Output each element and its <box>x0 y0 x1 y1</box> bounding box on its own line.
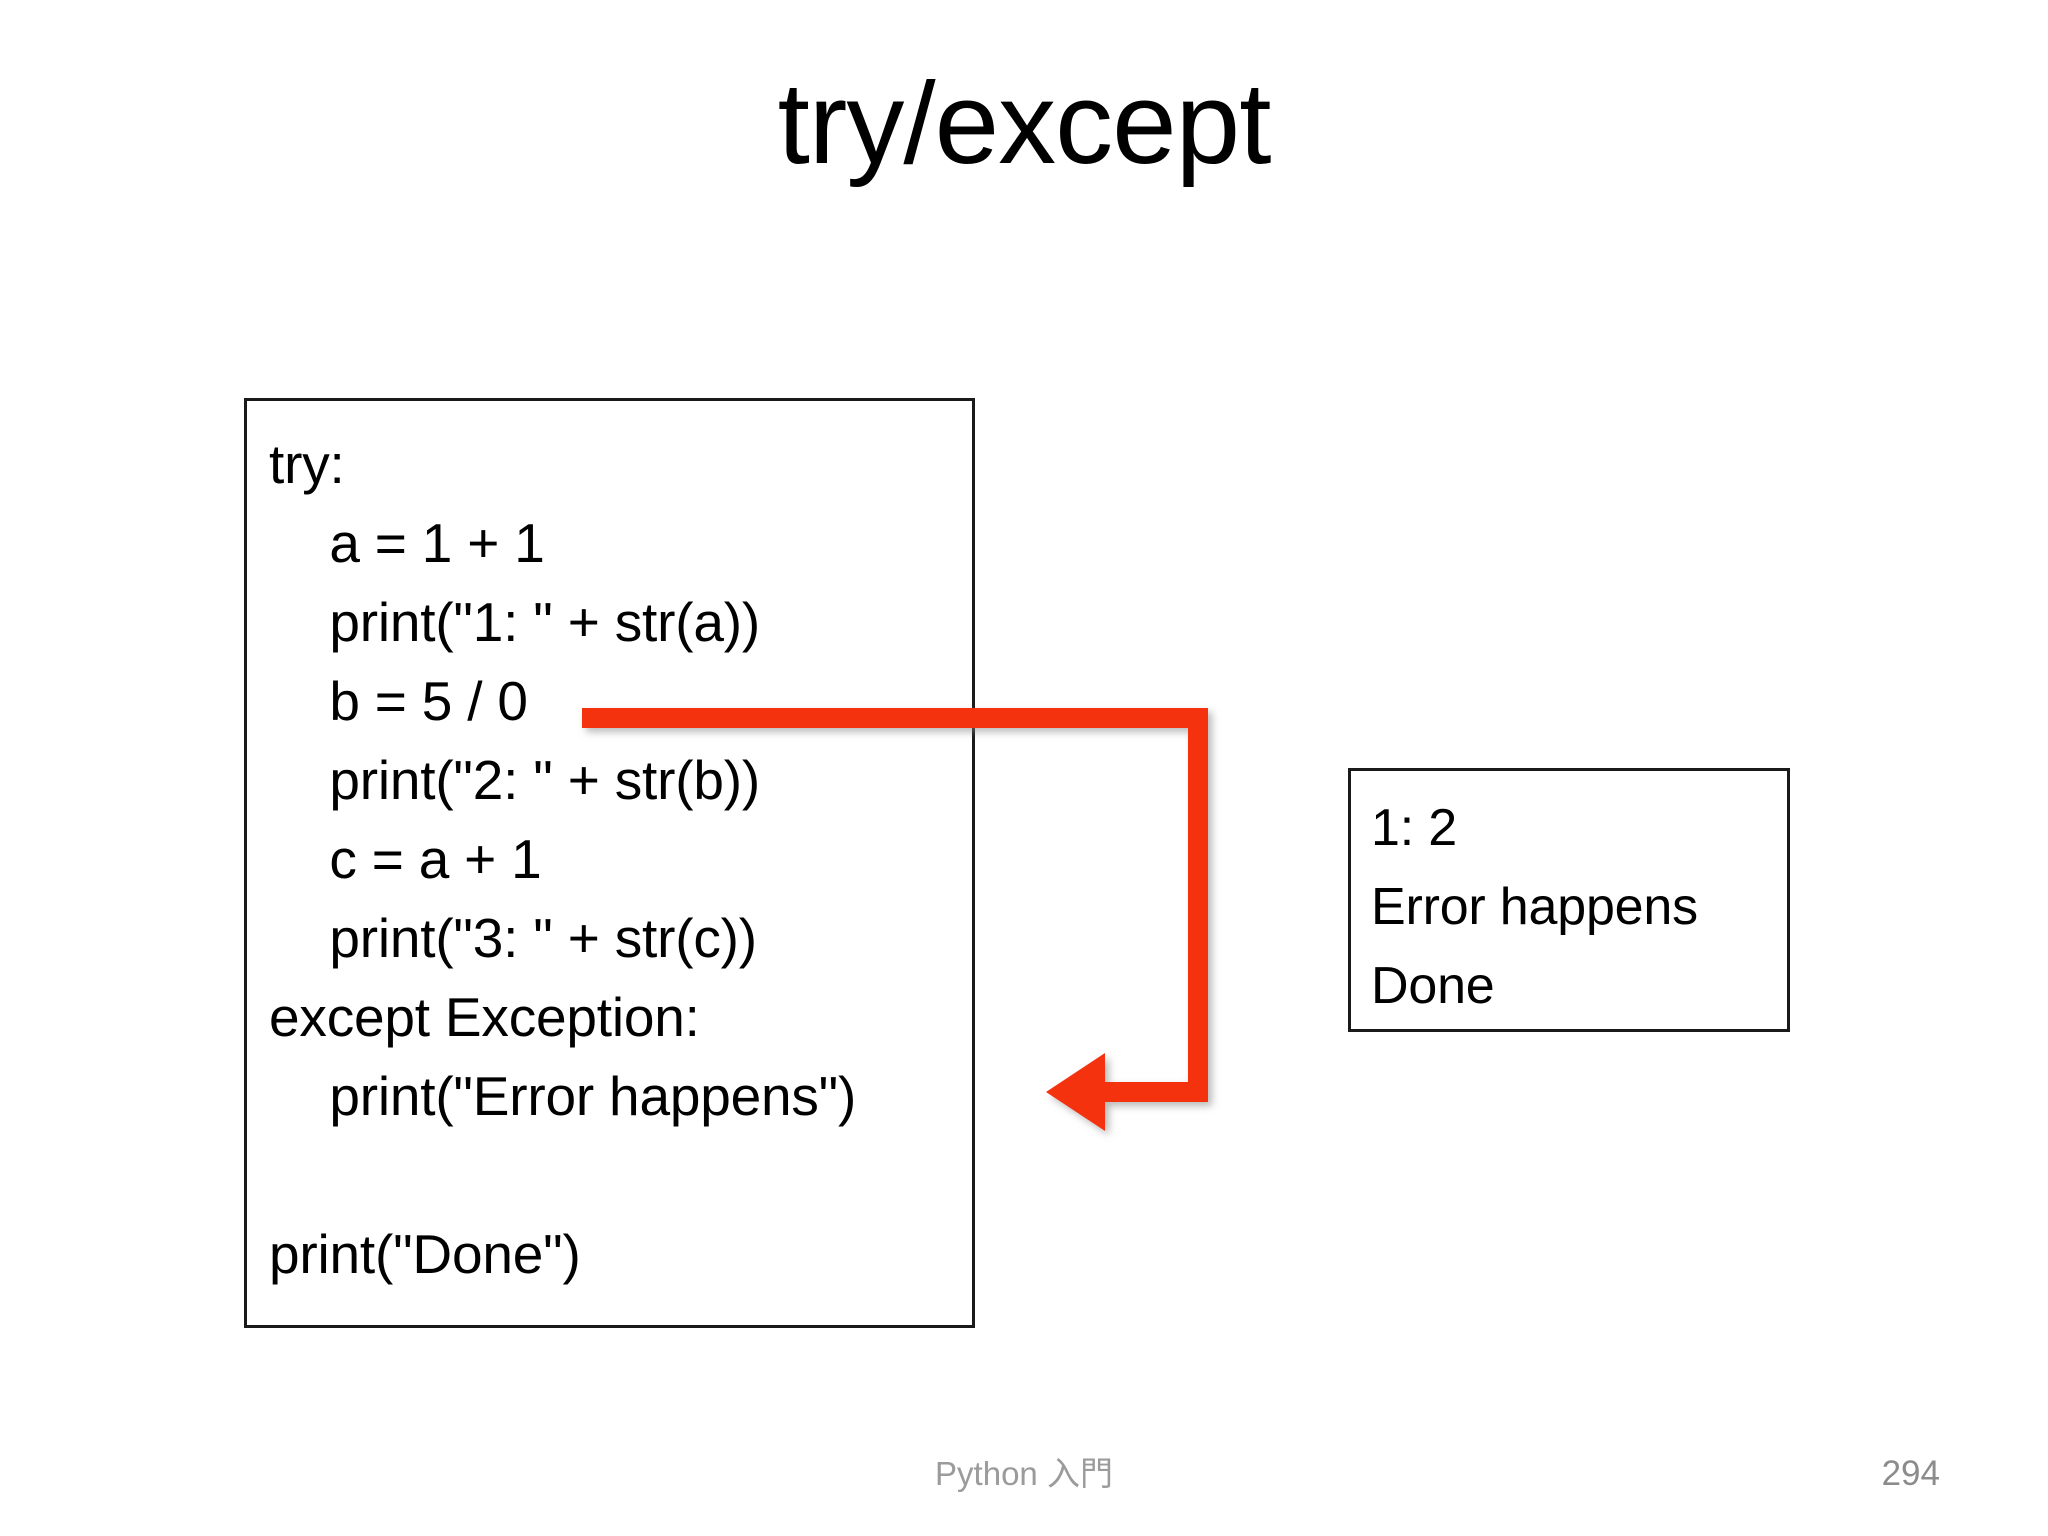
output-line: Done <box>1371 957 1495 1015</box>
code-line: print("Error happens") <box>269 1065 857 1127</box>
code-line: b = 5 / 0 <box>269 670 528 732</box>
code-line: try: <box>269 433 345 495</box>
code-line: except Exception: <box>269 986 700 1048</box>
output-line: 1: 2 <box>1371 799 1457 857</box>
code-line: c = a + 1 <box>269 828 542 890</box>
code-line: a = 1 + 1 <box>269 512 545 574</box>
output-line: Error happens <box>1371 878 1698 936</box>
footer-label: Python 入門 <box>935 1455 1113 1492</box>
output-result-box: 1: 2 Error happens Done <box>1348 768 1790 1032</box>
page-number: 294 <box>1881 1454 1940 1493</box>
code-line-blank <box>269 1136 969 1215</box>
code-line: print("1: " + str(a)) <box>269 591 760 653</box>
output-result-lines: 1: 2 Error happens Done <box>1371 789 1791 1026</box>
code-line: print("Done") <box>269 1223 581 1285</box>
code-sample-lines: try: a = 1 + 1 print("1: " + str(a)) b =… <box>269 425 969 1294</box>
code-sample-box: try: a = 1 + 1 print("1: " + str(a)) b =… <box>244 398 975 1328</box>
page-title: try/except <box>777 58 1272 188</box>
code-line: print("3: " + str(c)) <box>269 907 757 969</box>
code-line: print("2: " + str(b)) <box>269 749 760 811</box>
